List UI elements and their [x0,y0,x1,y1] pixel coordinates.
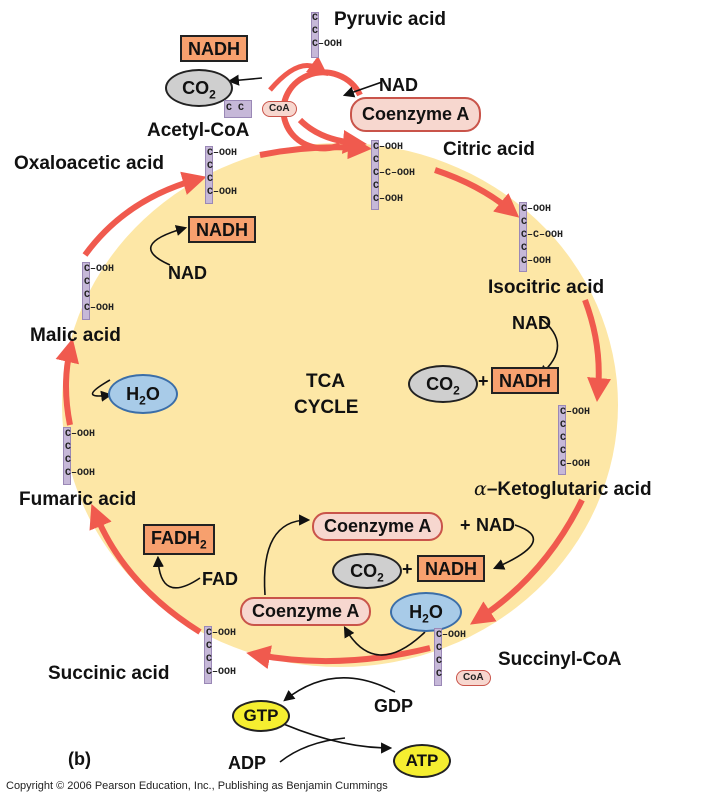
adp-arrow [279,737,346,763]
cycle-title-line-2: CYCLE [294,397,359,418]
plus-right-label: + [478,371,489,391]
citric-to-isocitric-arrow [434,167,520,218]
malic-to-oxaloacetic-arrow [82,171,207,257]
acetyl-carbon-bar [224,100,252,118]
succinyl-coa-label: Succinyl-CoA [498,649,622,670]
fumaric-to-malic-arrow [55,338,80,426]
ketoglutaric-carbon-bar [558,405,566,475]
panel-label: (b) [68,749,91,769]
copyright-notice: Copyright © 2006 Pearson Education, Inc.… [6,780,388,792]
malic-acid-label: Malic acid [30,325,121,346]
ketoglutaric-acid-label: α–Ketoglutaric acid [474,478,652,500]
acetyl-structure: C C [226,103,245,114]
nadh-bottom-box: NADH [417,555,485,582]
oxaloacetic-to-citric-arrow [259,135,372,160]
co2-bottom-oval: CO2 [332,553,402,589]
cycle-title-line-1: TCA [306,371,346,392]
succinic-acid-label: Succinic acid [48,663,170,684]
malic-nad-to-nadh-arrow [150,225,188,266]
coenzyme-a-mid-pill: Coenzyme A [312,512,444,541]
pyruvate-to-nadh-arrow [268,56,329,92]
nad-to-coa-arrow [342,81,383,98]
succinyl-coa-release-arrow [343,626,426,656]
succinic-to-fumaric-arrow [89,503,202,635]
h2o-left-oval: H2O [108,374,178,414]
fadh2-box: FADH2 [143,524,215,555]
isocitric-to-ketoglutaric-arrow [582,298,612,402]
fumaric-acid-label: Fumaric acid [19,489,137,510]
nad-mid-label: NAD [476,515,515,535]
gdp-label: GDP [374,696,414,716]
ketoglutaric-side-arrow [492,524,535,570]
pyruvic-acid-label: Pyruvic acid [334,9,446,30]
nad-right-label: NAD [512,313,551,333]
succinyl-to-succinic-arrow [246,645,431,669]
succinic-carbon-bar [204,626,212,684]
ketoglutaric-to-succinyl-arrow [469,498,585,625]
citric-carbon-bar [371,140,379,210]
to-co2-arrow [227,74,263,86]
nadh-right-box: NADH [491,367,559,394]
nadh-top-box: NADH [180,35,248,62]
co2-top-oval: CO2 [165,69,233,107]
oxaloacetic-carbon-bar [205,146,213,204]
succinyl-coa-tag: CoA [456,670,491,686]
acetyl-coa-label: Acetyl-CoA [147,120,250,141]
gdp-to-gtp-arrow [283,677,396,702]
malic-carbon-bar [82,262,90,320]
co2-right-oval: CO2 [408,365,478,403]
nad-top-label: NAD [379,75,418,95]
acetyl-coa-tag: CoA [262,101,297,117]
pyruvic-carbon-bar [311,12,319,58]
coenzyme-a-bottom-pill: Coenzyme A [240,597,372,626]
adp-label: ADP [228,753,267,773]
isocitric-acid-label: Isocitric acid [488,277,605,298]
atp-oval: ATP [393,744,451,778]
nad-left-label: NAD [168,263,207,283]
fad-label: FAD [202,569,238,589]
gtp-oval: GTP [232,700,290,732]
oxaloacetic-acid-label: Oxaloacetic acid [14,153,164,174]
acetyl-to-citric-arrow [297,117,367,154]
fad-to-fadh2-arrow [152,555,201,589]
plus-bottom-label: + [402,559,413,579]
h2o-bottom-oval: H2O [390,592,462,632]
fumaric-carbon-bar [63,427,71,485]
citric-acid-label: Citric acid [443,139,535,160]
coenzyme-a-top-pill: Coenzyme A [350,97,482,132]
nadh-left-box: NADH [188,216,256,243]
plus-mid-label: + [460,515,471,535]
gtp-to-atp-arrow [269,717,393,754]
water-to-malic-arrow [91,379,113,402]
isocitric-carbon-bar [519,202,527,272]
coenzyme-a-release-arrow [263,514,311,596]
succinyl-carbon-bar [434,628,442,686]
